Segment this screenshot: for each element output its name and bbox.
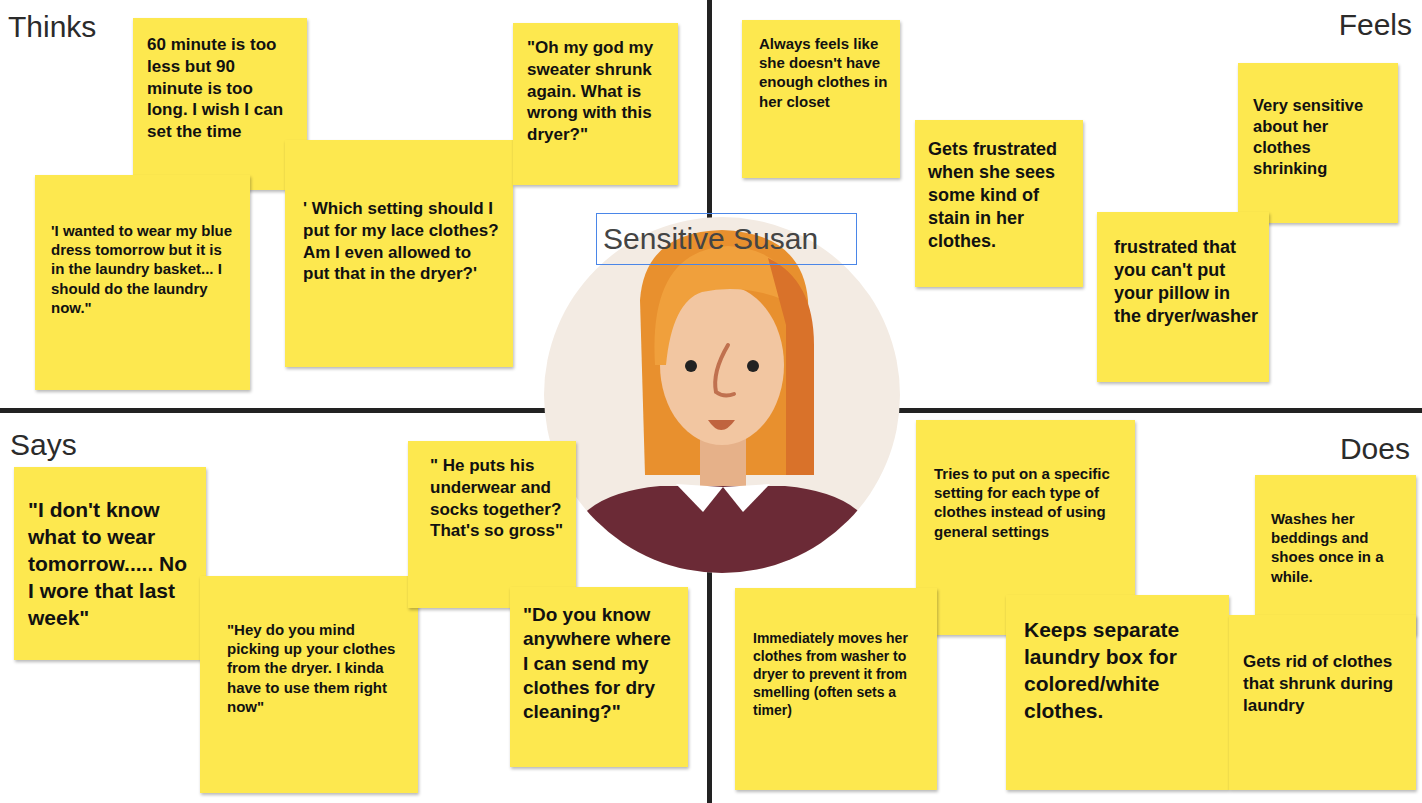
note-text: "Do you know anywhere where I can send m…: [523, 603, 678, 725]
sticky-note: Always feels like she doesn't have enoug…: [742, 20, 900, 178]
collar: [676, 484, 723, 512]
note-text: Washes her beddings and shoes once in a …: [1271, 509, 1406, 586]
quadrant-label: Thinks: [8, 9, 96, 45]
sticky-note: "Do you know anywhere where I can send m…: [510, 587, 688, 767]
sticky-note: Very sensitive about her clothes shrinki…: [1238, 63, 1398, 223]
note-text: 60 minute is too less but 90 minute is t…: [147, 34, 285, 143]
sticky-note: Gets frustrated when she sees some kind …: [915, 120, 1083, 287]
note-text: Immediately moves her clothes from washe…: [753, 630, 925, 720]
hair-back: [640, 230, 814, 475]
sticky-note: Gets rid of clothes that shrunk during l…: [1229, 615, 1416, 790]
quadrant-label: Does: [1340, 431, 1410, 467]
sticky-note: "Hey do you mind picking up your clothes…: [200, 576, 418, 793]
sticky-note: " He puts his underwear and socks togeth…: [408, 441, 576, 608]
sticky-note: ' Which setting should I put for my lace…: [285, 140, 513, 367]
note-text: "Oh my god my sweater shrunk again. What…: [527, 37, 668, 146]
sticky-note: frustrated that you can't put your pillo…: [1097, 212, 1269, 382]
note-text: Very sensitive about her clothes shrinki…: [1253, 95, 1388, 179]
hair-lock: [768, 258, 814, 475]
note-text: ' Which setting should I put for my lace…: [303, 198, 499, 285]
sticky-note: 60 minute is too less but 90 minute is t…: [133, 18, 307, 190]
note-text: "I don't know what to wear tomorrow.....…: [28, 497, 196, 631]
note-text: " He puts his underwear and socks togeth…: [430, 455, 566, 542]
sticky-note: Keeps separate laundry box for colored/w…: [1006, 595, 1229, 790]
eye: [747, 360, 759, 372]
note-text: "Hey do you mind picking up your clothes…: [227, 620, 406, 716]
sticky-note: "Oh my god my sweater shrunk again. What…: [513, 23, 678, 185]
sticky-note: 'I wanted to wear my blue dress tomorrow…: [35, 175, 250, 390]
avatar-figure: [555, 230, 890, 610]
note-text: 'I wanted to wear my blue dress tomorrow…: [51, 221, 238, 317]
quadrant-label: Says: [10, 427, 77, 463]
sticky-note: Washes her beddings and shoes once in a …: [1255, 475, 1416, 635]
eye: [685, 360, 697, 372]
note-text: Always feels like she doesn't have enoug…: [759, 34, 890, 111]
nose: [715, 345, 734, 396]
mouth: [708, 420, 735, 430]
note-text: Tries to put on a specific setting for e…: [934, 464, 1123, 541]
quadrant-label: Feels: [1339, 7, 1412, 43]
sticky-note: Immediately moves her clothes from washe…: [735, 588, 937, 790]
note-text: frustrated that you can't put your pillo…: [1114, 236, 1259, 328]
note-text: Gets frustrated when she sees some kind …: [928, 138, 1073, 253]
persona-name: Sensitive Susan: [603, 219, 850, 258]
note-text: Keeps separate laundry box for colored/w…: [1024, 617, 1217, 725]
collar: [723, 484, 770, 512]
sticky-note: "I don't know what to wear tomorrow.....…: [14, 467, 206, 660]
name-box: Sensitive Susan: [596, 213, 857, 265]
note-text: Gets rid of clothes that shrunk during l…: [1243, 651, 1404, 716]
